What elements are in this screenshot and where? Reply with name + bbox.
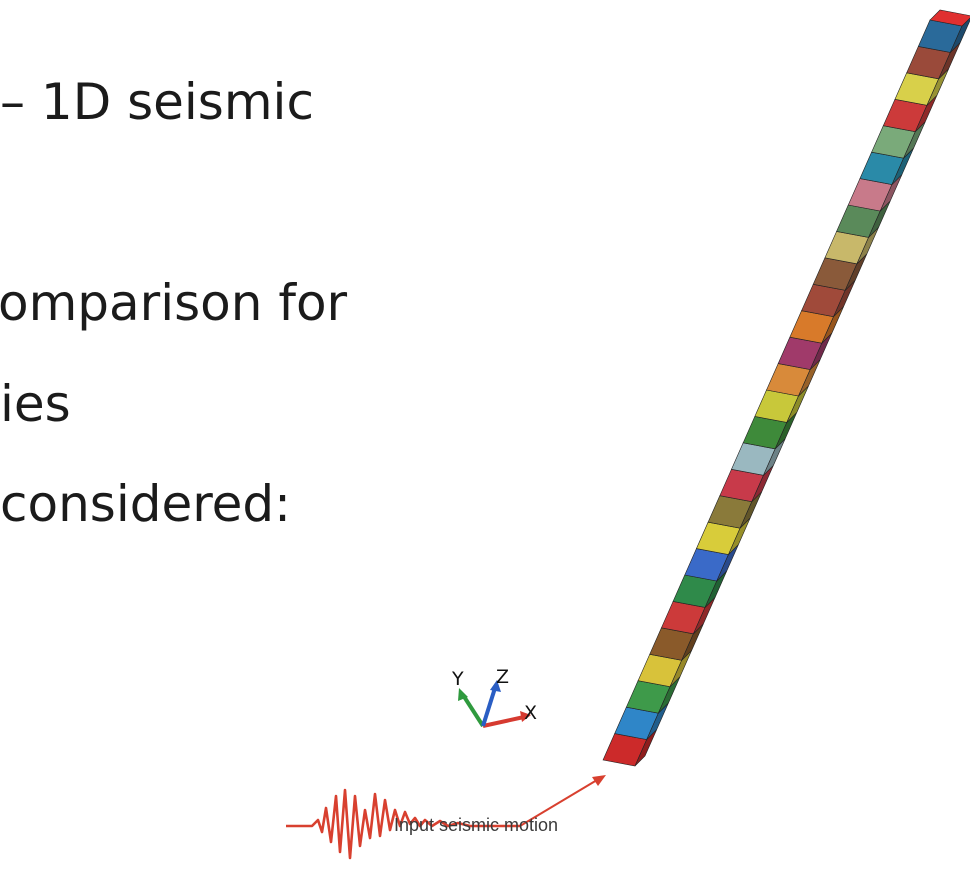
- input-arrow: [519, 779, 598, 827]
- slide-text-line-3: ies: [0, 375, 71, 433]
- soil-column-mesh: [602, 9, 970, 767]
- slide-text-line-4: considered:: [0, 475, 292, 533]
- input-arrowhead: [592, 775, 606, 786]
- coordinate-axes-icon: Y Z X: [451, 666, 537, 728]
- column-top-cap: [929, 9, 970, 27]
- slide-text-line-1: – 1D seismic: [0, 73, 314, 131]
- input-seismic-motion-label: Input seismic motion: [394, 815, 559, 835]
- z-axis-arrow: [481, 687, 497, 727]
- input-seismic-motion-signal: [286, 788, 520, 860]
- x-axis-arrowhead: [520, 711, 531, 722]
- x-axis-arrow: [482, 715, 525, 728]
- slide-text-line-2: omparison for: [0, 274, 348, 332]
- y-axis-arrow: [461, 693, 485, 728]
- z-axis-label: Z: [496, 666, 509, 688]
- x-axis-label: X: [524, 702, 537, 724]
- soil-element-side: [950, 17, 970, 53]
- y-axis-arrowhead: [458, 688, 468, 701]
- y-axis-label: Y: [451, 668, 464, 690]
- z-axis-arrowhead: [490, 680, 501, 692]
